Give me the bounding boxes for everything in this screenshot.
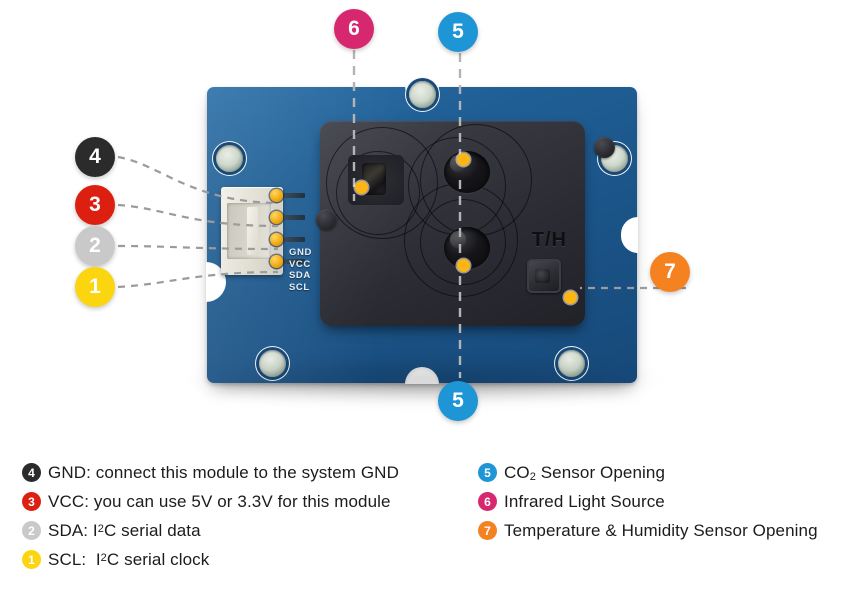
legend-label-7: Temperature & Humidity Sensor Opening bbox=[504, 520, 818, 540]
silkscreen-scl: SCL bbox=[289, 281, 310, 293]
co2-sensor-module: T/H bbox=[316, 121, 585, 326]
marker-5-top[interactable]: 5 bbox=[438, 12, 478, 52]
legend-label-3: VCC: you can use 5V or 3.3V for this mod… bbox=[48, 491, 391, 511]
legend-item-3: 3 VCC: you can use 5V or 3.3V for this m… bbox=[22, 487, 399, 516]
marker-6[interactable]: 6 bbox=[334, 9, 374, 49]
pin-trace-sda bbox=[283, 237, 305, 242]
pin-trace-gnd bbox=[283, 193, 305, 198]
marker-5-top-number: 5 bbox=[452, 20, 464, 43]
legend-badge-2: 2 bbox=[22, 521, 41, 540]
marker-7[interactable]: 7 bbox=[650, 252, 690, 292]
mounting-hole-bottom-left bbox=[259, 350, 286, 377]
legend-item-1: 1 SCL: I2C serial clock bbox=[22, 545, 399, 574]
marker-5-bottom[interactable]: 5 bbox=[438, 381, 478, 421]
mounting-hole-top-center bbox=[409, 81, 436, 108]
legend-badge-5-number: 5 bbox=[484, 465, 491, 480]
leader-sda bbox=[117, 244, 279, 251]
marker-2[interactable]: 2 bbox=[75, 226, 115, 266]
legend-badge-6: 6 bbox=[478, 492, 497, 511]
pin-pad-scl bbox=[270, 255, 283, 268]
silkscreen-pin-labels: GND VCC SDA SCL bbox=[289, 247, 312, 293]
marker-5-bottom-number: 5 bbox=[452, 389, 464, 412]
module-ring-6 bbox=[420, 199, 506, 285]
legend-badge-4-number: 4 bbox=[28, 465, 35, 480]
legend-item-2: 2 SDA: I2C serial data bbox=[22, 516, 399, 545]
legend-item-6: 6 Infrared Light Source bbox=[478, 487, 818, 516]
legend-item-5: 5 CO2 Sensor Opening bbox=[478, 458, 818, 487]
marker-1[interactable]: 1 bbox=[75, 267, 115, 307]
legend-item-4: 4 GND: connect this module to the system… bbox=[22, 458, 399, 487]
legend-badge-1-number: 1 bbox=[28, 552, 35, 567]
leader-vcc bbox=[117, 203, 279, 228]
legend-label-5: CO2 Sensor Opening bbox=[504, 462, 666, 483]
module-screw-right bbox=[594, 137, 615, 158]
legend-label-6: Infrared Light Source bbox=[504, 491, 665, 511]
legend-badge-6-number: 6 bbox=[484, 494, 491, 509]
hotspot-co2-upper[interactable] bbox=[457, 153, 470, 166]
legend-badge-3-number: 3 bbox=[28, 494, 35, 509]
marker-3-number: 3 bbox=[89, 193, 101, 216]
legend-badge-3: 3 bbox=[22, 492, 41, 511]
th-silkscreen-label: T/H bbox=[531, 229, 567, 251]
connector-key bbox=[247, 207, 258, 255]
legend-badge-7: 7 bbox=[478, 521, 497, 540]
legend-label-1: SCL: I2C serial clock bbox=[48, 549, 210, 569]
module-screw-left bbox=[316, 209, 337, 230]
marker-2-number: 2 bbox=[89, 234, 101, 257]
legend-badge-1: 1 bbox=[22, 550, 41, 569]
board-notch-right bbox=[621, 217, 638, 253]
pin-trace-scl bbox=[283, 259, 305, 264]
legend-column-right: 5 CO2 Sensor Opening 6 Infrared Light So… bbox=[478, 458, 818, 545]
leader-scl bbox=[117, 270, 279, 289]
board-drop-shadow bbox=[180, 355, 670, 405]
mounting-hole-top-left bbox=[216, 145, 243, 172]
hotspot-infrared[interactable] bbox=[355, 181, 368, 194]
legend-label-4: GND: connect this module to the system G… bbox=[48, 462, 399, 482]
hotspot-temp-humidity[interactable] bbox=[564, 291, 577, 304]
pcb-board: GND VCC SDA SCL T/H bbox=[206, 81, 638, 384]
marker-3[interactable]: 3 bbox=[75, 185, 115, 225]
legend-badge-5: 5 bbox=[478, 463, 497, 482]
legend-badge-2-number: 2 bbox=[28, 523, 35, 538]
silkscreen-sda: SDA bbox=[289, 270, 311, 281]
hotspot-co2-lower[interactable] bbox=[457, 259, 470, 272]
legend: 4 GND: connect this module to the system… bbox=[0, 458, 867, 594]
board-notch-bottom bbox=[405, 367, 439, 384]
legend-item-7: 7 Temperature & Humidity Sensor Opening bbox=[478, 516, 818, 545]
marker-4-number: 4 bbox=[89, 145, 101, 168]
pin-trace-vcc bbox=[283, 215, 305, 220]
silkscreen-vcc: VCC bbox=[289, 258, 311, 270]
marker-7-number: 7 bbox=[664, 260, 676, 283]
marker-1-number: 1 bbox=[89, 275, 101, 298]
leader-gnd bbox=[117, 155, 279, 205]
legend-label-2: SDA: I2C serial data bbox=[48, 520, 201, 540]
legend-column-left: 4 GND: connect this module to the system… bbox=[22, 458, 399, 574]
mounting-hole-bottom-right bbox=[558, 350, 585, 377]
pin-pad-sda bbox=[270, 233, 283, 246]
marker-6-number: 6 bbox=[348, 17, 360, 40]
legend-badge-7-number: 7 bbox=[484, 523, 491, 538]
pin-pad-gnd bbox=[270, 189, 283, 202]
temperature-humidity-sensor bbox=[527, 259, 561, 293]
marker-4[interactable]: 4 bbox=[75, 137, 115, 177]
legend-badge-4: 4 bbox=[22, 463, 41, 482]
pin-pad-vcc bbox=[270, 211, 283, 224]
silkscreen-gnd: GND bbox=[289, 247, 312, 258]
